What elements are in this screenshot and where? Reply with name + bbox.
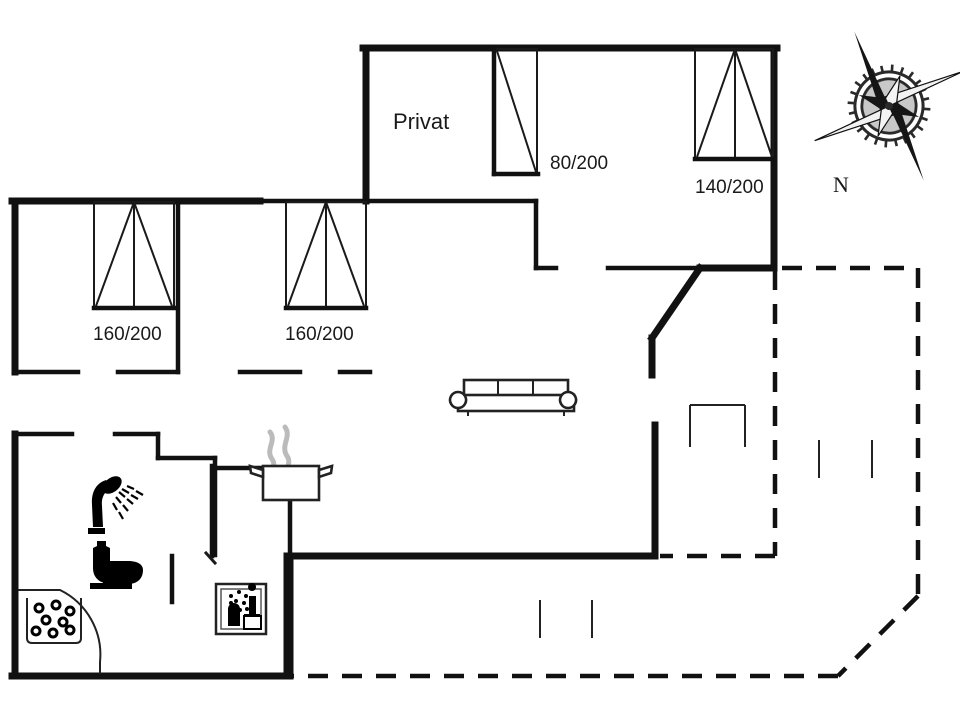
door-swing-icon [18, 589, 102, 674]
window-160-200-middle [283, 201, 369, 311]
toilet-icon [90, 541, 143, 589]
terrace-posts [539, 440, 873, 638]
window-dim-140-200: 140/200 [695, 177, 764, 198]
window-160-200-left [91, 201, 177, 311]
sofa-icon [448, 378, 578, 416]
compass-north-label: N [833, 172, 849, 197]
sauna-icon [214, 582, 268, 636]
door-80-200 [491, 46, 541, 177]
terrace-outline [292, 265, 921, 679]
cooking-pot-icon [248, 424, 334, 502]
window-140-200 [692, 48, 778, 162]
dishwasher-icon [26, 598, 82, 644]
window-dim-160-200-middle: 160/200 [285, 324, 354, 345]
room-label-privat: Privat [393, 109, 450, 134]
compass-rose-icon [814, 31, 960, 181]
window-dim-80-200: 80/200 [550, 153, 609, 174]
table-icon [689, 404, 746, 447]
shower-icon [88, 476, 144, 534]
window-dim-160-200-left: 160/200 [93, 324, 162, 345]
